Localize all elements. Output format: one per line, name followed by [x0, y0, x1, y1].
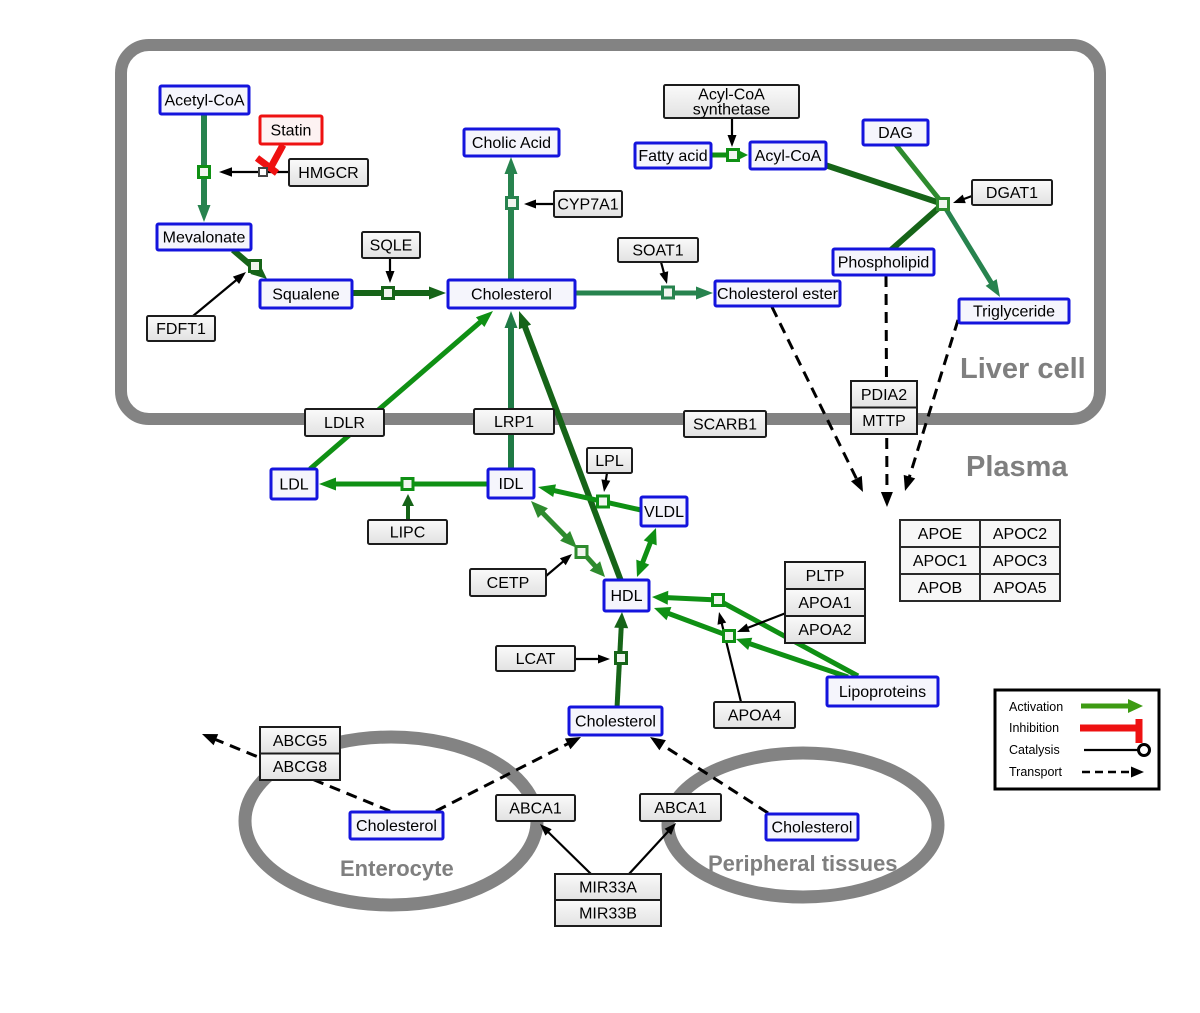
svg-text:VLDL: VLDL [644, 504, 684, 521]
svg-text:LPL: LPL [595, 453, 624, 470]
svg-text:LIPC: LIPC [390, 525, 426, 542]
svg-text:LRP1: LRP1 [494, 414, 534, 431]
svg-text:Acyl-CoA: Acyl-CoA [755, 148, 822, 165]
svg-text:Activation: Activation [1009, 700, 1063, 714]
svg-text:Liver cell: Liver cell [960, 353, 1086, 385]
svg-text:Acetyl-CoA: Acetyl-CoA [164, 93, 244, 110]
svg-text:Fatty acid: Fatty acid [638, 148, 707, 165]
svg-text:CYP7A1: CYP7A1 [557, 197, 618, 214]
svg-text:Triglyceride: Triglyceride [973, 304, 1055, 321]
svg-text:APOE: APOE [918, 526, 962, 543]
svg-text:PLTP: PLTP [806, 568, 845, 585]
svg-text:Catalysis: Catalysis [1009, 743, 1060, 757]
svg-text:APOA2: APOA2 [798, 622, 851, 639]
svg-text:LCAT: LCAT [516, 651, 556, 668]
svg-text:PDIA2: PDIA2 [861, 387, 907, 404]
svg-text:HDL: HDL [610, 588, 642, 605]
svg-text:Cholesterol ester: Cholesterol ester [717, 286, 839, 303]
svg-text:Inhibition: Inhibition [1009, 721, 1059, 735]
svg-text:Cholesterol: Cholesterol [772, 820, 853, 837]
svg-text:Cholesterol: Cholesterol [356, 818, 437, 835]
svg-text:SOAT1: SOAT1 [632, 243, 683, 260]
svg-text:APOC2: APOC2 [993, 526, 1047, 543]
svg-text:Cholesterol: Cholesterol [575, 714, 656, 731]
svg-text:MTTP: MTTP [862, 413, 906, 430]
svg-text:synthetase: synthetase [693, 102, 770, 119]
svg-text:Squalene: Squalene [272, 287, 340, 304]
svg-text:IDL: IDL [499, 476, 524, 493]
svg-text:Enterocyte: Enterocyte [340, 856, 454, 881]
svg-text:Peripheral tissues: Peripheral tissues [708, 851, 898, 876]
svg-text:Plasma: Plasma [966, 451, 1068, 483]
svg-text:APOC3: APOC3 [993, 553, 1047, 570]
svg-text:Acyl-CoA: Acyl-CoA [698, 87, 765, 104]
svg-text:LDL: LDL [279, 477, 308, 494]
svg-text:SQLE: SQLE [370, 238, 413, 255]
svg-text:Cholesterol: Cholesterol [471, 287, 552, 304]
svg-text:SCARB1: SCARB1 [693, 417, 757, 434]
svg-text:Lipoproteins: Lipoproteins [839, 684, 926, 701]
svg-text:MIR33B: MIR33B [579, 906, 637, 923]
svg-text:FDFT1: FDFT1 [156, 321, 206, 338]
svg-text:ABCA1: ABCA1 [509, 801, 562, 818]
svg-text:ABCG5: ABCG5 [273, 733, 327, 750]
svg-text:APOB: APOB [918, 580, 962, 597]
svg-text:HMGCR: HMGCR [298, 165, 358, 182]
svg-text:LDLR: LDLR [324, 415, 365, 432]
svg-text:MIR33A: MIR33A [579, 880, 637, 897]
svg-text:Cholic Acid: Cholic Acid [472, 135, 551, 152]
svg-text:APOA4: APOA4 [728, 708, 781, 725]
svg-text:ABCG8: ABCG8 [273, 759, 327, 776]
svg-text:DAG: DAG [878, 125, 913, 142]
svg-text:Transport: Transport [1009, 765, 1063, 779]
svg-text:APOA1: APOA1 [798, 595, 851, 612]
svg-text:Phospholipid: Phospholipid [838, 255, 930, 272]
svg-text:APOA5: APOA5 [993, 580, 1046, 597]
svg-text:ABCA1: ABCA1 [654, 800, 707, 817]
svg-text:Mevalonate: Mevalonate [163, 230, 246, 247]
svg-text:Statin: Statin [271, 123, 312, 140]
svg-text:CETP: CETP [487, 575, 530, 592]
svg-text:DGAT1: DGAT1 [986, 185, 1038, 202]
svg-text:APOC1: APOC1 [913, 553, 967, 570]
